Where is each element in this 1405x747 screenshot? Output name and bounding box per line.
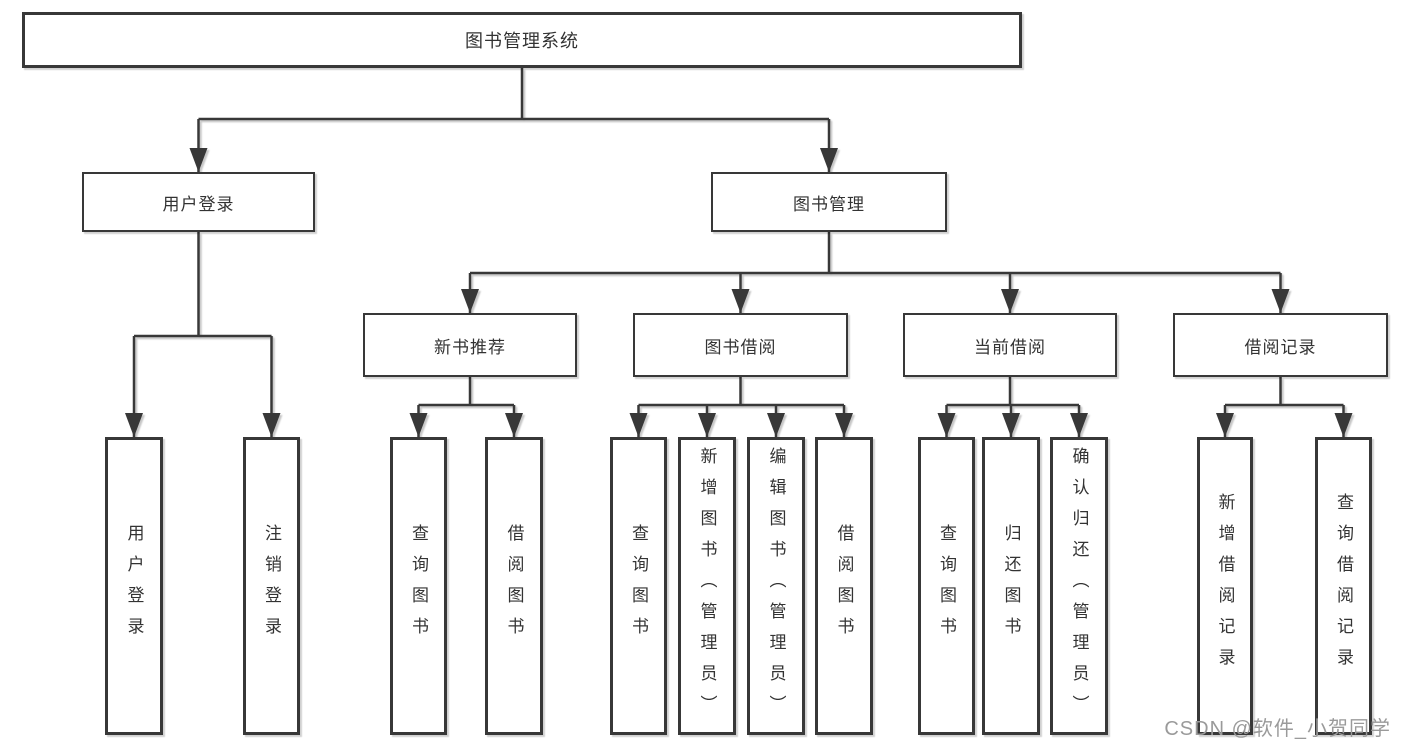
leaf-borrow-books-borrow: 借阅图书 — [815, 437, 873, 735]
leaf-add-borrow-record: 新增借阅记录 — [1197, 437, 1253, 735]
leaf-borrow-books-recommend: 借阅图书 — [485, 437, 543, 735]
leaf-confirm-return-admin-label: 确认归还（管理员） — [1069, 446, 1089, 726]
leaf-logout: 注销登录 — [243, 437, 300, 735]
leaf-query-books-recommend: 查询图书 — [390, 437, 447, 735]
node-new-book-recommend: 新书推荐 — [363, 313, 577, 377]
node-current-borrow-label: 当前借阅 — [974, 337, 1046, 357]
leaf-logout-label: 注销登录 — [262, 524, 281, 648]
leaf-return-book: 归还图书 — [982, 437, 1040, 735]
leaf-borrow-books-recommend-label: 借阅图书 — [504, 524, 524, 648]
leaf-edit-book-admin: 编辑图书（管理员） — [747, 437, 805, 735]
leaf-query-borrow-record-label: 查询借阅记录 — [1334, 493, 1353, 679]
node-borrow-records: 借阅记录 — [1173, 313, 1388, 377]
connector-skeleton — [134, 68, 1344, 407]
node-root-system: 图书管理系统 — [22, 12, 1022, 68]
node-root-label: 图书管理系统 — [465, 31, 579, 51]
node-book-management-label: 图书管理 — [793, 194, 865, 214]
leaf-query-books-borrow: 查询图书 — [610, 437, 667, 735]
node-current-borrow: 当前借阅 — [903, 313, 1117, 377]
node-book-borrow-label: 图书借阅 — [704, 337, 777, 357]
node-book-management: 图书管理 — [711, 172, 947, 232]
leaf-add-borrow-record-label: 新增借阅记录 — [1215, 493, 1235, 679]
leaf-add-book-admin: 新增图书（管理员） — [678, 437, 736, 735]
leaf-confirm-return-admin: 确认归还（管理员） — [1050, 437, 1108, 735]
leaf-add-book-admin-label: 新增图书（管理员） — [697, 446, 717, 726]
leaf-query-books-current: 查询图书 — [918, 437, 975, 735]
leaf-return-book-label: 归还图书 — [1001, 524, 1021, 648]
leaf-query-books-borrow-label: 查询图书 — [629, 524, 648, 648]
leaf-query-books-current-label: 查询图书 — [937, 524, 956, 648]
csdn-watermark: CSDN @软件_小贺同学 — [1164, 718, 1391, 740]
leaf-query-books-recommend-label: 查询图书 — [409, 524, 428, 648]
leaf-user-login-label: 用户登录 — [124, 524, 144, 648]
leaf-borrow-books-borrow-label: 借阅图书 — [834, 524, 854, 648]
leaf-user-login: 用户登录 — [105, 437, 163, 735]
leaf-edit-book-admin-label: 编辑图书（管理员） — [766, 446, 786, 726]
node-new-book-recommend-label: 新书推荐 — [434, 337, 506, 357]
node-book-borrow: 图书借阅 — [633, 313, 848, 377]
node-user-login: 用户登录 — [82, 172, 315, 232]
leaf-query-borrow-record: 查询借阅记录 — [1315, 437, 1372, 735]
connector-group — [125, 68, 1353, 437]
node-user-login-label: 用户登录 — [162, 194, 235, 214]
node-borrow-records-label: 借阅记录 — [1244, 337, 1317, 357]
